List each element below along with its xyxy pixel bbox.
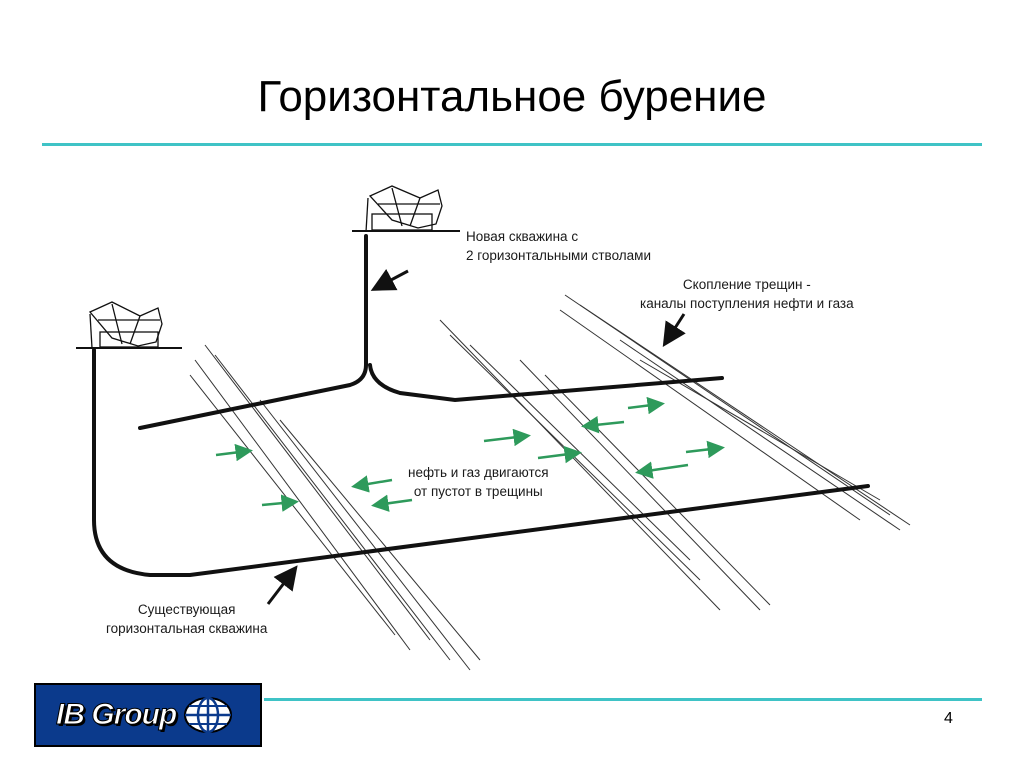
existing-well-bore: [92, 348, 870, 577]
new-well-label-line-2: 2 горизонтальными стволами: [466, 248, 651, 263]
ib-group-logo: IB Group: [34, 683, 262, 747]
existing-well-label: Существующая горизонтальная скважина: [106, 600, 267, 638]
new-well-bores: [138, 234, 724, 430]
new-well-pointer-arrow: [370, 268, 409, 291]
new-well-rig-icon: [352, 185, 460, 233]
new-well-label-line-1: Новая скважина с: [466, 229, 579, 244]
globe-icon: [184, 696, 233, 734]
existing-well-label-line-2: горизонтальная скважина: [106, 621, 268, 636]
flow-arrows: [215, 396, 725, 512]
title-divider: [42, 143, 982, 146]
logo-text: IB Group: [55, 698, 177, 732]
pointer-arrows: [266, 268, 686, 605]
flow-label: нефть и газ двигаются от пустот в трещин…: [408, 463, 549, 501]
fracture-lines: [189, 294, 911, 671]
fractures-label: Скопление трещин - каналы поступления не…: [640, 275, 854, 313]
existing-well-rig-icon: [76, 301, 182, 349]
fractures-label-line-2: каналы поступления нефти и газа: [640, 296, 854, 311]
flow-label-line-2: от пустот в трещины: [413, 484, 543, 499]
existing-well-pointer-arrow: [266, 565, 298, 605]
page-number: 4: [944, 710, 953, 727]
fractures-label-line-1: Скопление трещин -: [682, 277, 811, 292]
flow-label-line-1: нефть и газ двигаются: [408, 465, 549, 480]
footer-divider: [264, 698, 982, 701]
existing-well-label-line-1: Существующая: [137, 602, 236, 617]
slide-title: Горизонтальное бурение: [257, 72, 767, 121]
new-well-label: Новая скважина с 2 горизонтальными ствол…: [466, 227, 651, 265]
fracture-pointer-arrow: [662, 313, 686, 348]
